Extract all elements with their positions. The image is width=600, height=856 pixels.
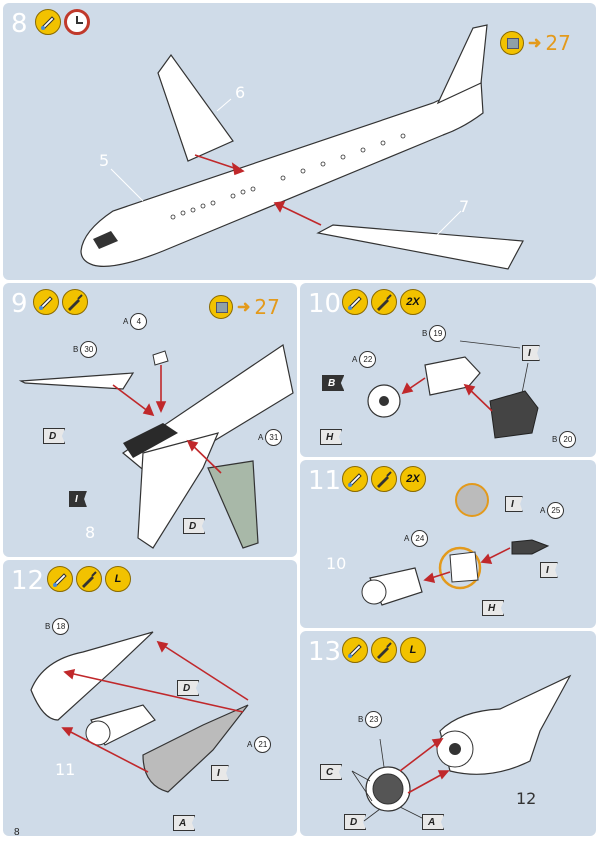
part-number: 6 [235,83,246,102]
glue-type-badge: L [400,637,426,663]
page-number: 8 [14,827,20,838]
step-number: 9 [11,289,28,319]
fuselage-part [80,80,484,267]
paint-brush-icon [371,466,397,492]
paint-brush-icon [76,566,102,592]
cockpit-windows [93,231,118,249]
step-number: 8 [11,9,28,39]
part-number: 5 [99,151,110,170]
glue-tube-icon [342,466,368,492]
reference-step: ➜ 27 [500,31,571,55]
wing-part [137,432,220,549]
step-number: 11 [308,466,342,496]
sprue-flag: A [173,815,196,831]
multiplier-badge: 2X [400,289,426,315]
engine-pylon [123,423,178,458]
multiplier-badge: 2X [400,466,426,492]
magnifier-detail [438,546,482,590]
step-8-illustration [80,24,524,270]
paint-brush-icon [371,637,397,663]
step-number: 13 [308,637,342,667]
glue-type-badge: L [105,566,131,592]
step-icons [33,289,88,315]
step-icons: 2X [342,466,426,492]
sprue-flag: H [482,600,505,616]
step-icons: 2X [342,289,426,315]
step-8-panel: 8 ➜ 27 [3,3,596,280]
sprue-flag: D [344,814,367,830]
part-number: 8 [85,523,96,542]
sprue-flag: D [43,428,66,444]
arrow-right-icon: ➜ [528,35,542,52]
part-number: 7 [459,197,470,216]
glue-tube-icon [342,637,368,663]
paint-box-icon [209,295,233,319]
glue-tube-icon [47,566,73,592]
left-wing-part [157,53,234,162]
step-icons [35,9,90,35]
magnifier-detail [455,483,489,517]
sprue-flag: D [177,680,200,696]
reference-step: ➜ 27 [209,295,280,319]
step-icons: L [342,637,426,663]
reference-number: 27 [545,31,571,55]
step-number: 10 [308,289,342,319]
drying-time-clock-icon [64,9,90,35]
step-12-illustration [30,631,249,793]
step-11-illustration [361,483,550,606]
glue-tube-icon [33,289,59,315]
wing-section-b [18,372,135,390]
paint-brush-icon [371,289,397,315]
part-number: 12 [516,789,537,808]
reference-number: 27 [254,295,280,319]
arrow-right-icon: ➜ [237,299,251,316]
sprue-flag: I [211,765,229,781]
small-part-a4 [152,350,169,366]
right-wing-part [316,224,524,270]
exhaust-cone-part [511,539,550,555]
sprue-flag: D [183,518,206,534]
step-10-illustration [367,340,539,439]
glue-tube-icon [342,289,368,315]
sprue-flag: I [69,491,87,507]
nacelle-half [489,390,539,439]
part-number: 10 [326,554,347,573]
part-number: 11 [55,760,76,779]
paint-brush-icon [62,289,88,315]
step-9-illustration [18,344,294,549]
glue-tube-icon [35,9,61,35]
tail-fin [436,24,488,105]
flap-part [207,460,259,549]
intake-ring-part [365,766,411,812]
step-number: 12 [11,566,45,596]
nacelle-half-a21 [142,704,249,793]
step-13-illustration [351,674,572,822]
step-icons: L [47,566,131,592]
nacelle-half-b18 [30,631,154,721]
paint-box-icon [500,31,524,55]
